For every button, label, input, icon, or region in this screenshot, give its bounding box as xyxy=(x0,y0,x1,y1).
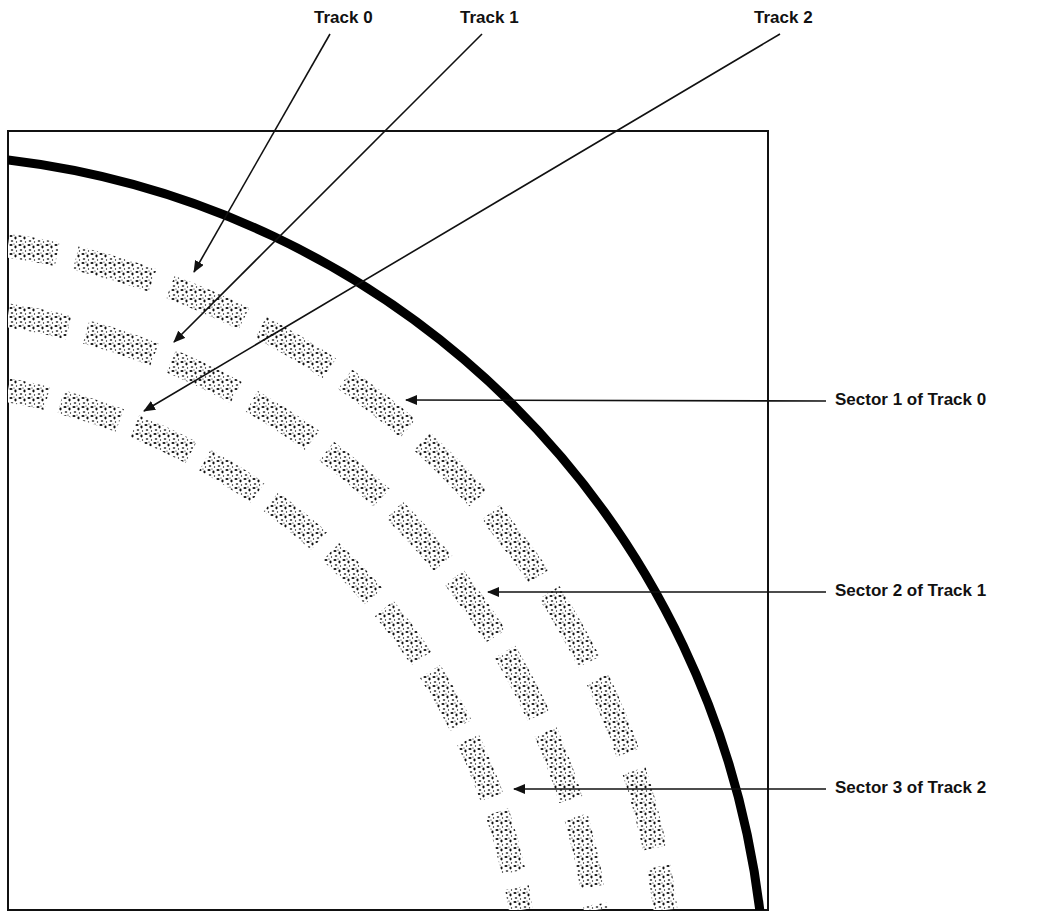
leader-line xyxy=(194,34,330,272)
track-label: Track 2 xyxy=(754,8,813,28)
track-0-sectors xyxy=(8,246,666,910)
disk-jacket xyxy=(8,131,768,910)
sector-label: Sector 1 of Track 0 xyxy=(835,390,986,410)
leader-line xyxy=(514,788,826,790)
track-label: Track 1 xyxy=(460,8,519,28)
sector-label: Sector 3 of Track 2 xyxy=(835,778,986,798)
leader-line xyxy=(174,34,482,342)
leader-line xyxy=(406,400,826,401)
leader-line xyxy=(488,591,826,593)
leader-line xyxy=(144,34,780,411)
track-2-sectors xyxy=(8,390,521,910)
disk-edge xyxy=(8,160,760,910)
track-label: Track 0 xyxy=(314,8,373,28)
sector-label: Sector 2 of Track 1 xyxy=(835,581,986,601)
